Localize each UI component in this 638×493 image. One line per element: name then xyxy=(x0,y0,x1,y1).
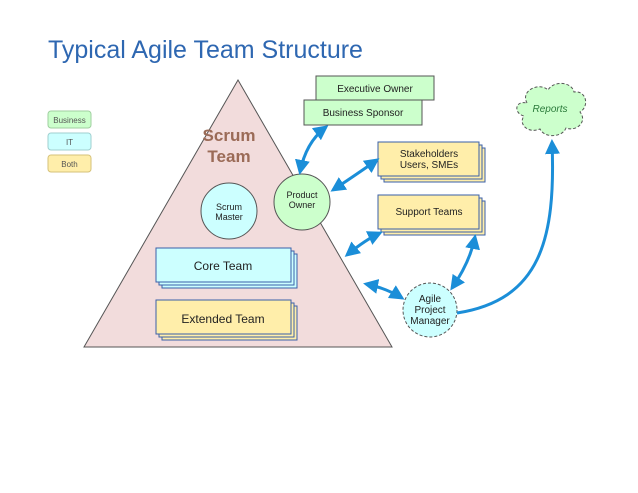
page-title: Typical Agile Team Structure xyxy=(48,36,363,64)
business-sponsor-node xyxy=(303,99,423,126)
stakeholders-label-line2: Users, SMEs xyxy=(400,160,458,171)
scrum-master-label-line2: Master xyxy=(215,212,243,222)
reports-label: Reports xyxy=(532,104,567,115)
scrum-master-label-line1: Scrum xyxy=(216,202,242,212)
scrum-team-label-line1: Scrum xyxy=(203,126,256,145)
legend-both-label: Both xyxy=(61,160,77,169)
support-teams-label: Support Teams xyxy=(395,207,462,218)
agile-pm-node xyxy=(402,282,458,338)
executive-owner-label: Executive Owner xyxy=(337,84,413,95)
arrow-core-pm xyxy=(363,279,405,300)
core-team-label: Core Team xyxy=(194,259,252,273)
extended-team-node: Extended Team xyxy=(155,299,298,341)
business-sponsor-label: Business Sponsor xyxy=(323,108,404,119)
scrum-team-label-line2: Team xyxy=(207,147,250,166)
agile-pm-label-line1: Agile xyxy=(419,294,442,305)
scrum-master-node xyxy=(200,182,258,240)
arrow-pm-reports xyxy=(456,139,560,315)
executive-owner-node xyxy=(315,75,435,101)
product-owner-label-line2: Owner xyxy=(289,200,316,210)
arrow-po-stakeholders xyxy=(330,158,380,192)
arrow-pm-support xyxy=(450,234,480,291)
legend-business-swatch xyxy=(47,110,92,129)
reports-cloud xyxy=(516,83,587,137)
stakeholders-label-line1: Stakeholders xyxy=(400,149,458,160)
stakeholders-node: Stakeholders Users, SMEs xyxy=(377,141,486,183)
core-team-node: Core Team xyxy=(155,247,298,289)
legend-it-label: IT xyxy=(66,138,73,147)
arrow-triangle-support xyxy=(344,231,383,257)
arrow-po-sponsor xyxy=(295,125,329,175)
support-teams-node: Support Teams xyxy=(377,194,486,236)
legend: Business IT Both xyxy=(47,110,92,173)
agile-pm-label-line3: Manager xyxy=(410,316,450,327)
legend-both-swatch xyxy=(47,154,92,173)
extended-team-label: Extended Team xyxy=(181,312,264,326)
legend-it-swatch xyxy=(47,132,92,151)
legend-business-label: Business xyxy=(53,116,85,125)
agile-pm-label-line2: Project xyxy=(414,305,445,316)
product-owner-label-line1: Product xyxy=(286,190,318,200)
